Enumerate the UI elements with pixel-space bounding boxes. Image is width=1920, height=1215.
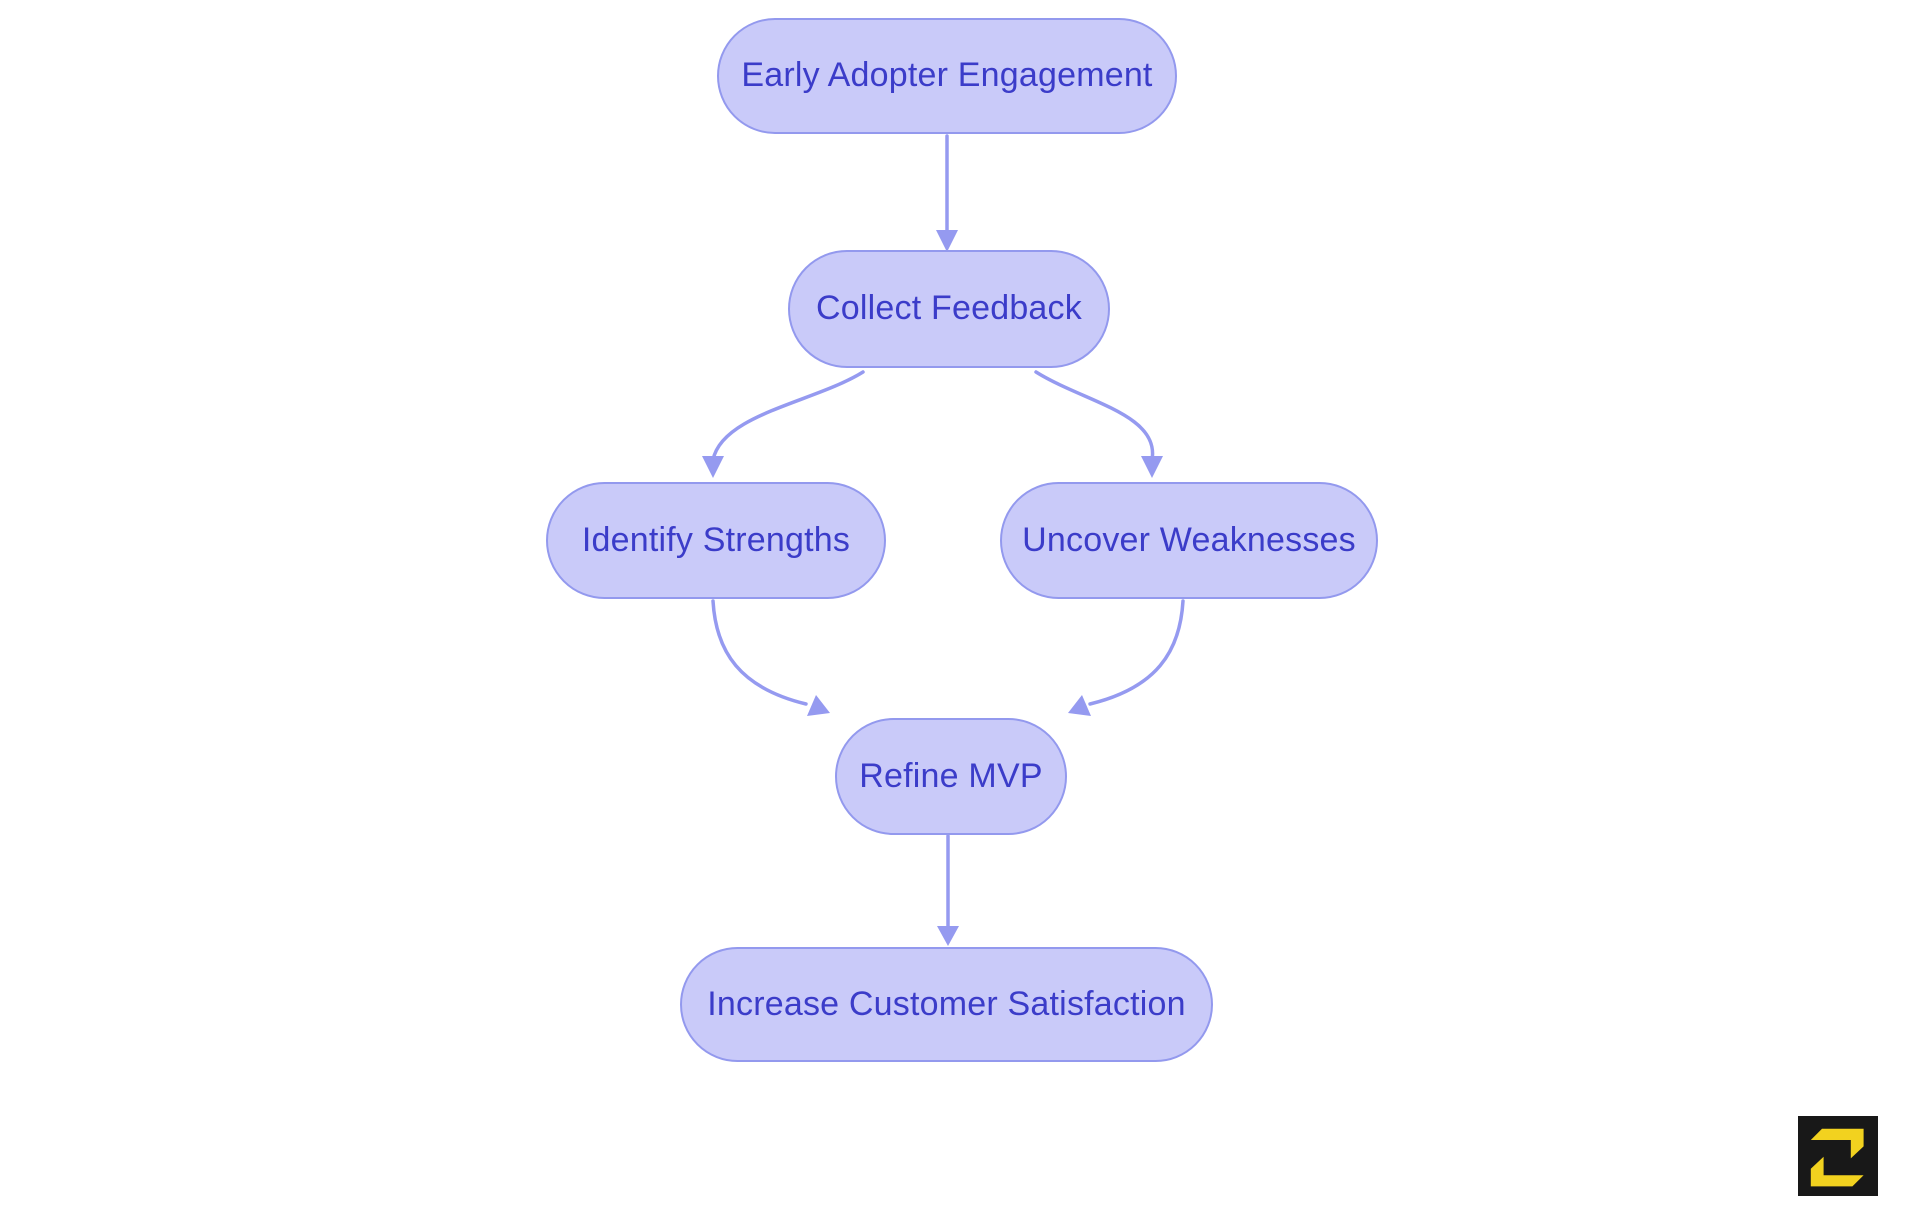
brand-logo xyxy=(1798,1112,1878,1200)
s-logo-icon xyxy=(1798,1116,1878,1196)
arrowhead-collect-feedback--uncover-weaknesses xyxy=(1141,456,1163,478)
flow-node-increase-customer-satisfaction: Increase Customer Satisfaction xyxy=(680,947,1213,1062)
flow-node-refine-mvp: Refine MVP xyxy=(835,718,1067,835)
edge-uncover-weaknesses--refine-mvp xyxy=(1088,599,1185,706)
s-glyph-upper xyxy=(1810,1128,1864,1159)
arrowhead-collect-feedback--identify-strengths xyxy=(702,456,724,478)
s-glyph-lower xyxy=(1810,1156,1864,1187)
edge-identify-strengths--refine-mvp xyxy=(711,599,808,706)
edge-collect-feedback--identify-strengths xyxy=(711,370,865,462)
flow-node-collect-feedback: Collect Feedback xyxy=(788,250,1110,368)
flow-node-early-adopter-engagement: Early Adopter Engagement xyxy=(717,18,1177,134)
arrowhead-refine-mvp--increase-customer-satisfaction xyxy=(937,926,959,946)
flow-node-identify-strengths: Identify Strengths xyxy=(546,482,886,599)
arrowhead-identify-strengths--refine-mvp xyxy=(807,695,830,716)
arrowhead-early-adopter-engagement--collect-feedback xyxy=(936,230,958,252)
edge-collect-feedback--uncover-weaknesses xyxy=(1034,370,1155,462)
flow-node-uncover-weaknesses: Uncover Weaknesses xyxy=(1000,482,1378,599)
arrowhead-uncover-weaknesses--refine-mvp xyxy=(1068,695,1091,716)
